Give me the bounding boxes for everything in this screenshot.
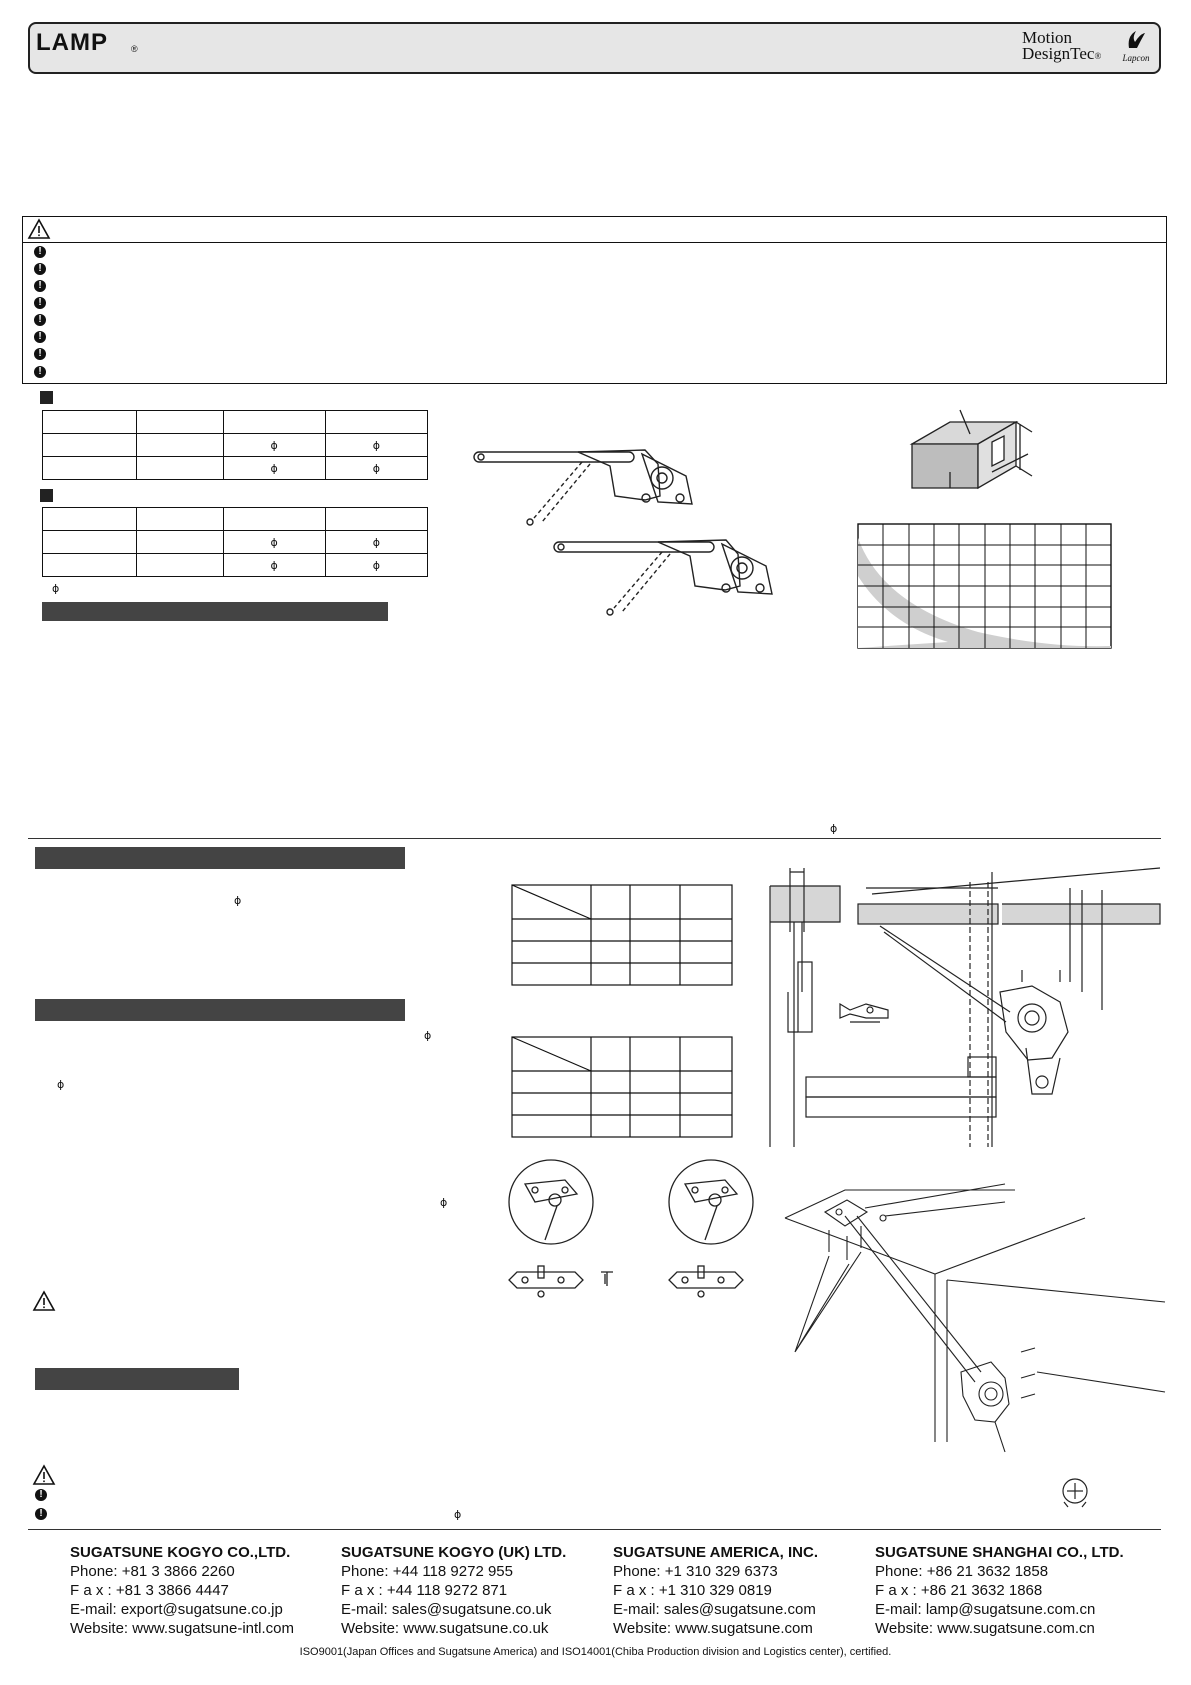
diameter-symbol: ɸ: [372, 535, 380, 549]
company-uk: SUGATSUNE KOGYO (UK) LTD. Phone: +44 118…: [341, 1543, 566, 1638]
capacity-chart: [857, 523, 1112, 649]
website-line: Website: www.sugatsune.com: [613, 1620, 813, 1637]
diameter-symbol: ɸ: [372, 558, 380, 572]
website-line: Website: www.sugatsune-intl.com: [70, 1620, 294, 1637]
phone-line: Phone: +86 21 3632 1858: [875, 1563, 1049, 1580]
email-line: E-mail: sales@sugatsune.com: [613, 1601, 816, 1618]
warning-triangle-icon: [32, 1464, 56, 1485]
diameter-symbol: ɸ: [270, 438, 278, 452]
exclamation-circle-icon: !: [34, 297, 46, 309]
section-heading-bar: [42, 602, 388, 621]
lamp-registered-mark: ®: [131, 44, 138, 54]
company-name: SUGATSUNE AMERICA, INC.: [613, 1544, 819, 1561]
section-marker: [40, 489, 53, 502]
email-link[interactable]: export@sugatsune.co.jp: [120, 1601, 283, 1618]
dimension-table-1: [511, 884, 733, 986]
company-name: SUGATSUNE KOGYO (UK) LTD.: [341, 1544, 567, 1561]
caution-box: [22, 216, 1167, 384]
diameter-symbol: ɸ: [234, 894, 242, 907]
diameter-symbol: ɸ: [440, 1196, 448, 1209]
motion-logo-line1: Motion: [1022, 28, 1073, 47]
diameter-symbol: ɸ: [270, 461, 278, 475]
section-marker: [40, 391, 53, 404]
phillips-screwdriver-icon: [1062, 1478, 1088, 1508]
diameter-symbol: ɸ: [270, 535, 278, 549]
company-america: SUGATSUNE AMERICA, INC. Phone: +1 310 32…: [613, 1543, 818, 1638]
section-divider: [28, 838, 1161, 839]
email-link[interactable]: sales@sugatsune.co.uk: [391, 1601, 552, 1618]
lamp-logo: LAMP: [36, 29, 108, 56]
installation-dimension-drawing: [769, 867, 1161, 1147]
exclamation-circle-icon: !: [34, 348, 46, 360]
lapcon-mark-icon: [1128, 31, 1145, 48]
diameter-symbol: ɸ: [52, 582, 60, 595]
diameter-symbol: ɸ: [57, 1078, 65, 1091]
fax-line: F a x : +86 21 3632 1868: [875, 1582, 1043, 1599]
warning-triangle-icon: [32, 1290, 56, 1311]
exclamation-circle-icon: !: [34, 366, 46, 378]
table-row: [41, 410, 429, 434]
exclamation-circle-icon: !: [34, 280, 46, 292]
email-link[interactable]: sales@sugatsune.com: [663, 1601, 816, 1618]
fax-line: F a x : +1 310 329 0819: [613, 1582, 772, 1599]
dimension-table-2: [511, 1036, 733, 1138]
exclamation-circle-icon: !: [34, 263, 46, 275]
header-bar: [28, 22, 1161, 74]
diameter-symbol: ɸ: [270, 558, 278, 572]
exclamation-circle-icon: !: [35, 1508, 47, 1520]
email-line: E-mail: sales@sugatsune.co.uk: [341, 1601, 552, 1618]
section-heading-bar: [35, 1368, 239, 1390]
phone-line: Phone: +1 310 329 6373: [613, 1563, 778, 1580]
bracket-detail-drawing: [508, 1159, 754, 1298]
website-link[interactable]: www.sugatsune.co.uk: [403, 1620, 549, 1637]
website-link[interactable]: www.sugatsune.com.cn: [937, 1620, 1095, 1637]
section-heading-bar: [35, 847, 405, 869]
cabinet-box-drawing: [909, 409, 1033, 490]
isometric-install-drawing: [784, 1183, 1166, 1453]
exclamation-circle-icon: !: [34, 331, 46, 343]
motion-logo-line2: DesignTec®: [1022, 44, 1102, 63]
company-name: SUGATSUNE SHANGHAI CO., LTD.: [875, 1544, 1124, 1561]
stay-open-close-drawing: [473, 449, 773, 616]
warning-triangle-icon: [27, 218, 51, 239]
company-japan: SUGATSUNE KOGYO CO.,LTD. Phone: +81 3 38…: [70, 1543, 294, 1638]
diameter-symbol: ɸ: [372, 461, 380, 475]
company-shanghai: SUGATSUNE SHANGHAI CO., LTD. Phone: +86 …: [875, 1543, 1124, 1638]
footer-divider: [28, 1529, 1161, 1530]
exclamation-circle-icon: !: [35, 1489, 47, 1501]
phone-line: Phone: +44 118 9272 955: [341, 1563, 513, 1580]
email-line: E-mail: export@sugatsune.co.jp: [70, 1601, 283, 1618]
table-row: [41, 507, 429, 531]
section-heading-bar: [35, 999, 405, 1021]
fax-line: F a x : +81 3 3866 4447: [70, 1582, 229, 1599]
diameter-symbol: ɸ: [424, 1029, 432, 1042]
exclamation-circle-icon: !: [34, 246, 46, 258]
website-link[interactable]: www.sugatsune.com: [675, 1620, 813, 1637]
motion-designtec-logo: Motion DesignTec®: [1022, 28, 1110, 64]
website-line: Website: www.sugatsune.com.cn: [875, 1620, 1095, 1637]
phone-line: Phone: +81 3 3866 2260: [70, 1563, 235, 1580]
fax-line: F a x : +44 118 9272 871: [341, 1582, 508, 1599]
diameter-symbol: ɸ: [372, 438, 380, 452]
certification-note: ISO9001(Japan Offices and Sugatsune Amer…: [299, 1646, 892, 1658]
diameter-symbol: ɸ: [830, 822, 838, 835]
email-link[interactable]: lamp@sugatsune.com.cn: [925, 1601, 1096, 1618]
website-link[interactable]: www.sugatsune-intl.com: [132, 1620, 294, 1637]
caution-divider: [22, 242, 1167, 243]
exclamation-circle-icon: !: [34, 314, 46, 326]
website-line: Website: www.sugatsune.co.uk: [341, 1620, 549, 1637]
lapcon-logo: Lapcon: [1116, 28, 1156, 63]
company-name: SUGATSUNE KOGYO CO.,LTD.: [70, 1544, 291, 1561]
email-line: E-mail: lamp@sugatsune.com.cn: [875, 1601, 1096, 1618]
diameter-symbol: ɸ: [454, 1508, 462, 1521]
